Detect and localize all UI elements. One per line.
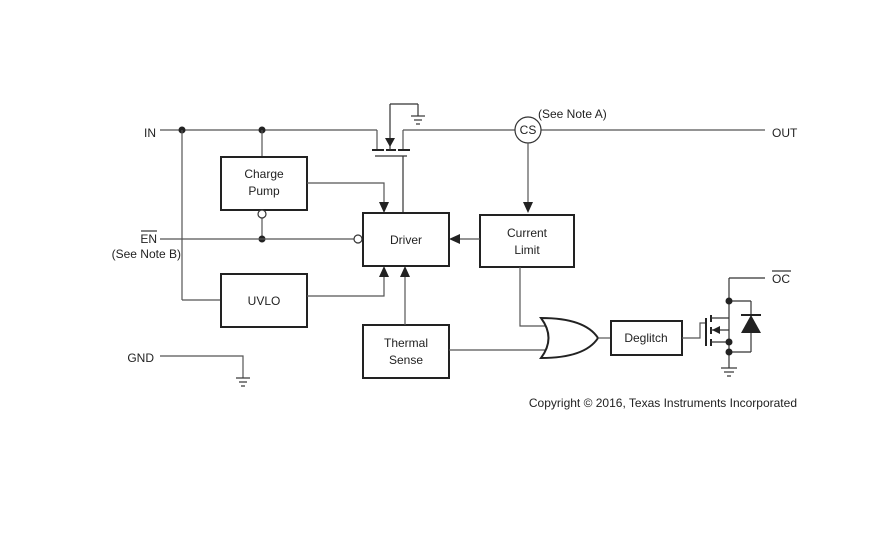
deglitch-block: Deglitch (610, 320, 683, 356)
charge-pump-label-1: Charge (244, 167, 284, 181)
current-limit-block: Current Limit (479, 214, 575, 268)
driver-enable-bubble (353, 234, 363, 244)
uvlo-label: UVLO (248, 294, 281, 308)
current-limit-label-2: Limit (514, 243, 540, 257)
pin-gnd-label: GND (127, 351, 154, 365)
gnd-symbol-icon (160, 355, 250, 387)
pin-en-label: EN (140, 232, 157, 246)
uvlo-arrow (379, 266, 389, 277)
deglitch-label: Deglitch (624, 331, 667, 345)
current-limit-label-1: Current (507, 226, 548, 240)
copyright-text: Copyright © 2016, Texas Instruments Inco… (529, 396, 797, 410)
oc-fet-icon (705, 277, 765, 377)
charge-pump-arrow (379, 202, 389, 213)
pin-in-label: IN (144, 126, 156, 140)
cs-arrow (523, 202, 533, 213)
thermal-sense-label-2: Sense (389, 353, 423, 367)
cs-note: (See Note A) (538, 107, 607, 121)
or-gate-icon (539, 316, 600, 360)
oc-junction-dot-top (725, 297, 733, 305)
current-limit-arrow (449, 234, 460, 244)
power-rail (160, 129, 765, 150)
en-note: (See Note B) (112, 247, 181, 261)
charge-pump-label-2: Pump (248, 184, 280, 198)
thermal-sense-block: Thermal Sense (362, 324, 450, 379)
current-sense-icon: CS (514, 116, 542, 144)
charge-pump-enable-bubble (257, 209, 267, 219)
pin-out-label: OUT (772, 126, 798, 140)
pass-fet-icon (372, 103, 425, 213)
driver-label: Driver (390, 233, 422, 247)
oc-junction-dot-bottom (725, 348, 733, 356)
pin-oc-label: OC (772, 272, 790, 286)
charge-pump-block: Charge Pump (220, 156, 308, 211)
thermal-sense-label-1: Thermal (384, 336, 428, 350)
oc-junction-dot-mid (725, 338, 733, 346)
current-limit-to-or-wire (519, 267, 545, 327)
driver-block: Driver (362, 212, 450, 267)
cs-label: CS (520, 123, 537, 137)
thermal-arrow (400, 266, 410, 277)
uvlo-block: UVLO (220, 273, 308, 328)
